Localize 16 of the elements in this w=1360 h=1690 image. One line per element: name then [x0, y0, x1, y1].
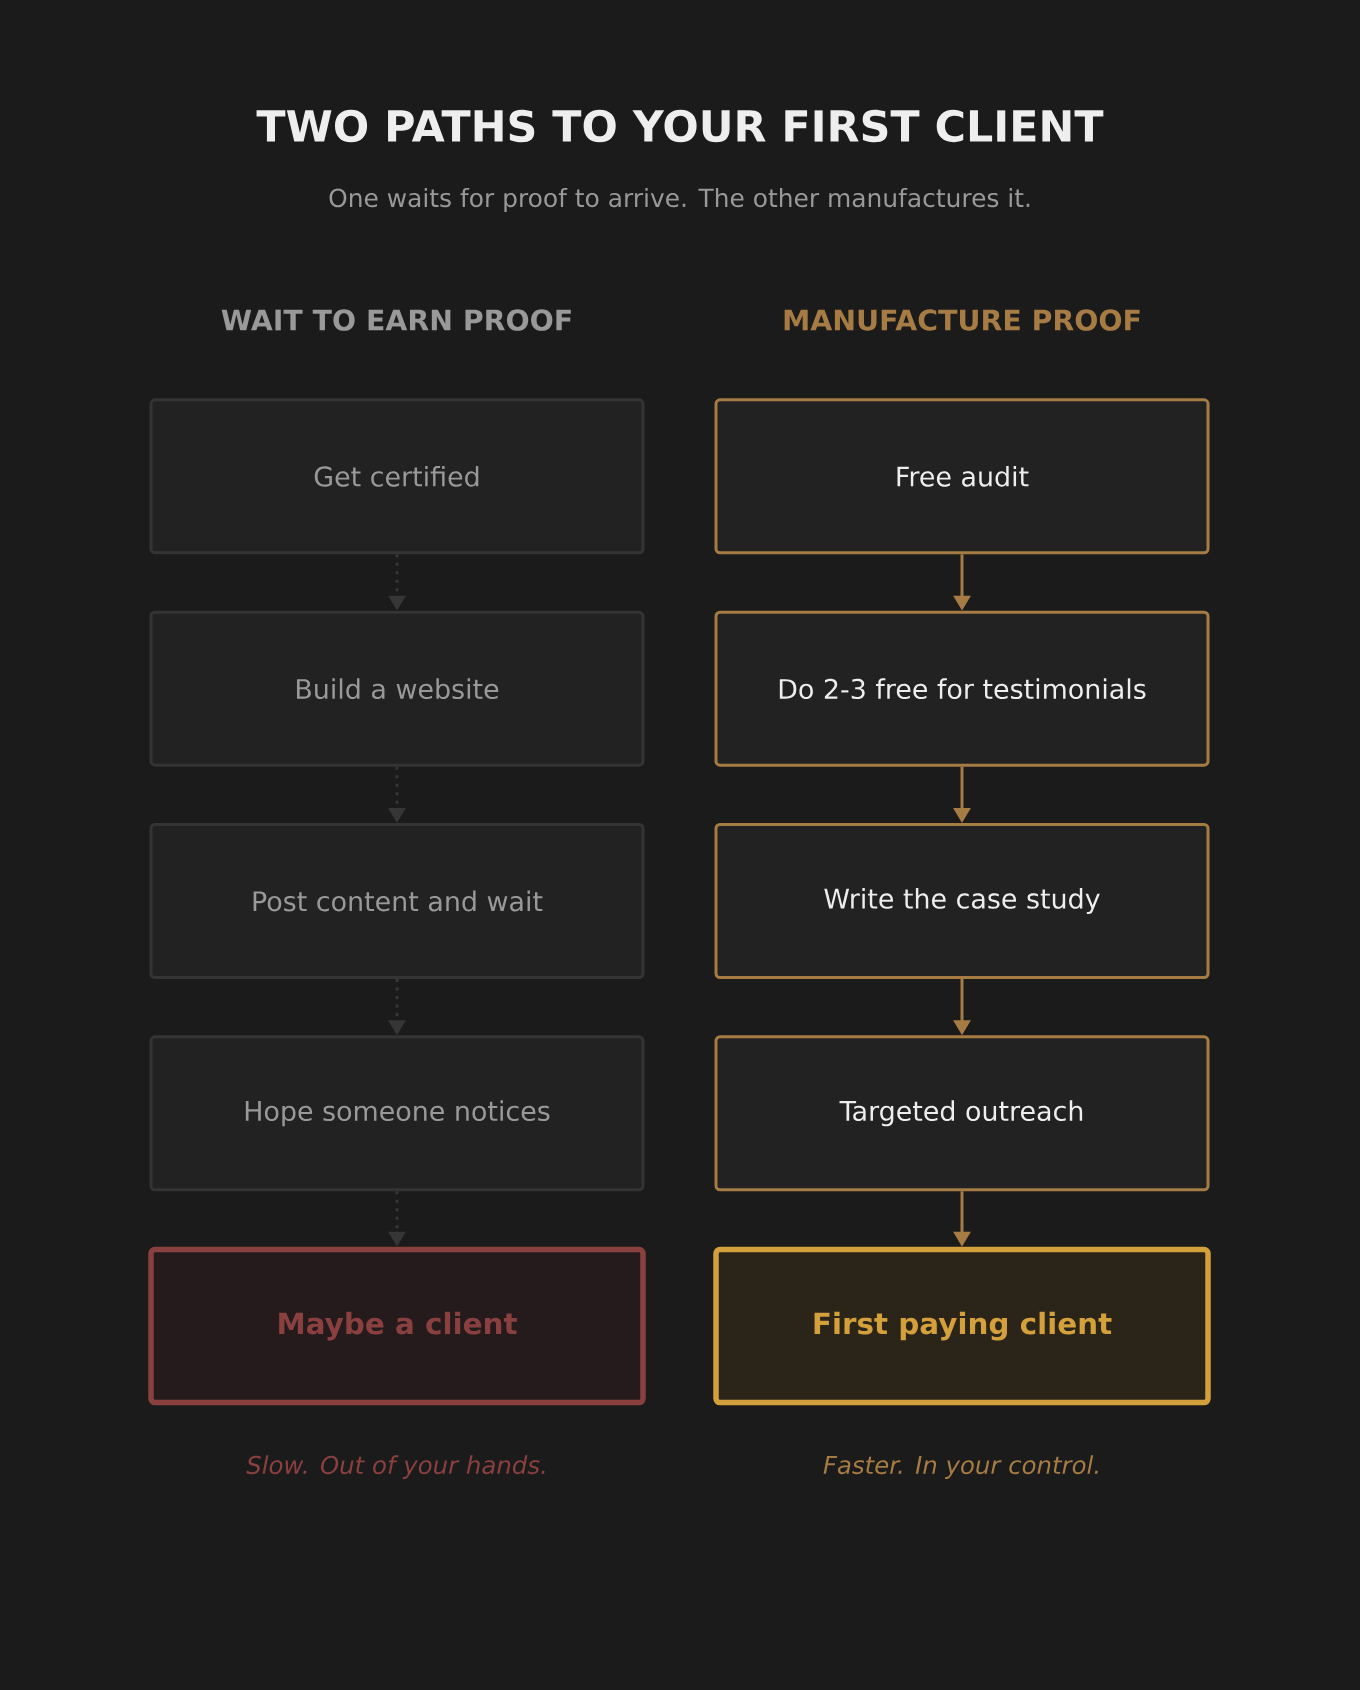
process-box: Targeted outreach: [714, 1035, 1210, 1192]
column-heading: MANUFACTURE PROOF: [784, 309, 1140, 331]
column-heading: WAIT TO EARN PROOF: [221, 309, 571, 331]
title: TWO PATHS TO YOUR FIRST CLIENT: [256, 109, 1104, 143]
process-box: Maybe a client: [148, 1246, 646, 1406]
process-box: Free audit: [714, 398, 1210, 555]
process-box: Post content and wait: [149, 823, 645, 979]
process-box: Get certified: [149, 398, 645, 555]
process-box: First paying client: [713, 1246, 1211, 1406]
process-box: Hope someone notices: [149, 1035, 645, 1192]
caption-text: Slow. Out of your hands.: [246, 1455, 545, 1479]
process-box: Do 2-3 free for testimonials: [714, 610, 1210, 767]
caption-text: Faster. In your control.: [823, 1455, 1098, 1479]
process-box: Write the case study: [714, 823, 1210, 979]
process-box: Build a website: [149, 610, 645, 767]
subtitle: One waits for proof to arrive. The other manufactures it.: [329, 187, 1030, 213]
